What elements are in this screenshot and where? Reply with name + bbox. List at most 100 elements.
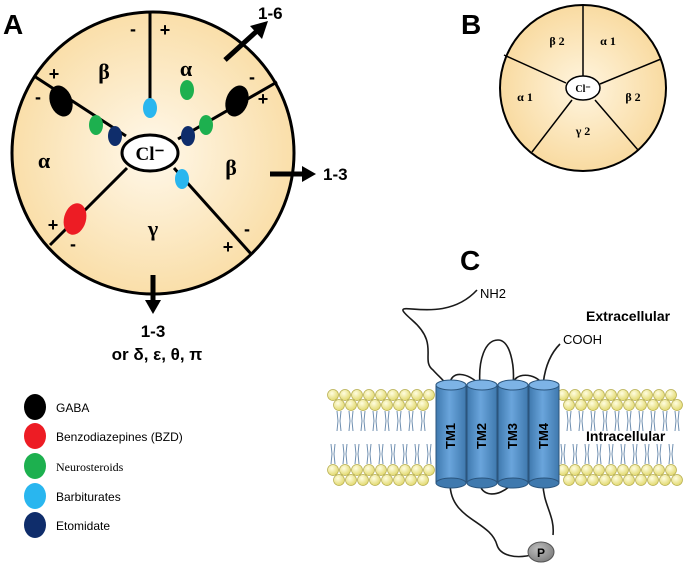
lipid-head — [563, 474, 575, 486]
helix-tm1: TM1 — [435, 379, 467, 489]
legend-swatch-gaba — [24, 394, 46, 420]
lipid-head — [411, 464, 423, 476]
subunit-arrow-beta — [270, 166, 316, 182]
subunit-alpha-top-right: α — [180, 56, 193, 81]
lipid-head — [605, 389, 617, 401]
subunit-b-bottom: γ 2 — [575, 124, 591, 138]
lipid-head — [617, 464, 629, 476]
lipid-head — [387, 389, 399, 401]
sign-top-plus: + — [160, 20, 171, 40]
sign-upper-right-plus: + — [258, 89, 269, 109]
sign-lower-right-plus: + — [223, 237, 234, 257]
barbiturate-site-top — [143, 98, 157, 118]
lipid-tail — [674, 410, 680, 432]
lipid-tail — [596, 443, 602, 465]
lipid-head — [327, 464, 339, 476]
lipid-head — [629, 389, 641, 401]
lipid-head — [393, 399, 405, 411]
lipid-head — [411, 389, 423, 401]
legend-label-neurosteroids: Neurosteroids — [56, 460, 124, 474]
lipid-tail — [632, 443, 638, 465]
lipid-tail — [602, 410, 608, 432]
lipid-tail — [366, 443, 372, 465]
lipid-head — [417, 399, 429, 411]
lipid-tail — [572, 443, 578, 465]
lipid-head — [599, 399, 611, 411]
lipid-head — [369, 399, 381, 411]
legend-label-barbiturates: Barbiturates — [56, 490, 121, 504]
etomidate-site-right — [181, 126, 195, 146]
gaba-site-left — [49, 85, 73, 117]
lipid-head — [593, 464, 605, 476]
lipid-head — [665, 389, 677, 401]
etomidate-site-left — [108, 126, 122, 146]
extracellular-label: Extracellular — [586, 308, 671, 324]
lipid-tail — [396, 410, 402, 432]
c-terminus-label: COOH — [563, 332, 602, 347]
lipid-tail — [354, 443, 360, 465]
helix-tm2-label: TM2 — [474, 423, 489, 449]
gaba-site-right — [225, 85, 249, 117]
lipid-head — [345, 474, 357, 486]
lipid-tail — [336, 410, 342, 432]
lipid-head — [671, 474, 683, 486]
count-gamma-alternatives: or δ, ε, θ, π — [112, 345, 203, 364]
lipid-tail — [608, 443, 614, 465]
lipid-tail — [348, 410, 354, 432]
sign-top-minus: - — [130, 19, 136, 39]
panel-b-receptor: Cl⁻ β 2 α 1 α 1 β 2 γ 2 — [499, 4, 667, 172]
helix-tm4-label: TM4 — [536, 422, 551, 449]
helix-tm3-label: TM3 — [505, 423, 520, 449]
n-terminal-chain — [402, 289, 478, 394]
lipid-head — [363, 464, 375, 476]
neurosteroid-site-left — [89, 115, 103, 135]
lipid-tail — [620, 443, 626, 465]
subunit-alpha-left: α — [38, 148, 51, 173]
intracellular-label: Intracellular — [586, 428, 666, 444]
lipid-head — [623, 474, 635, 486]
boundary-line-upper-left — [33, 74, 127, 138]
lipid-head — [375, 389, 387, 401]
benzodiazepine-site — [63, 203, 87, 235]
panel-b-label: B — [461, 9, 481, 40]
lipid-head — [671, 399, 683, 411]
lipid-tail — [378, 443, 384, 465]
lipid-tail — [650, 410, 656, 432]
lipid-head — [357, 399, 369, 411]
legend-label-gaba: GABA — [56, 401, 89, 415]
sign-lower-right-minus: - — [244, 219, 250, 239]
tm2-tm3-loop — [478, 339, 515, 386]
lipid-head — [647, 474, 659, 486]
lipid-head — [423, 389, 435, 401]
subunit-b-top-right: α 1 — [600, 34, 616, 48]
lipid-tail — [662, 410, 668, 432]
phosphorylation-site — [527, 541, 555, 563]
lipid-head — [659, 399, 671, 411]
legend-label-benzodiazepines: Benzodiazepines (BZD) — [56, 430, 183, 444]
count-beta: 1-3 — [323, 165, 348, 184]
sign-upper-left-minus: - — [35, 87, 41, 107]
lipid-head — [575, 474, 587, 486]
lipid-head — [417, 474, 429, 486]
lipid-tail — [402, 443, 408, 465]
lipid-head — [569, 464, 581, 476]
lipid-tail — [590, 410, 596, 432]
subunit-gamma-bottom: γ — [147, 216, 158, 241]
lipid-bilayer — [327, 389, 683, 486]
lipid-tail — [384, 410, 390, 432]
lipid-tail — [408, 410, 414, 432]
legend-swatch-benzodiazepines — [24, 423, 46, 449]
pore-ion-label: Cl⁻ — [135, 144, 164, 165]
lipid-head — [405, 399, 417, 411]
legend: GABA Benzodiazepines (BZD) Neurosteroids… — [24, 394, 183, 538]
lipid-head — [339, 389, 351, 401]
legend-swatch-etomidate — [24, 512, 46, 538]
lipid-head — [593, 389, 605, 401]
chloride-pore — [120, 133, 180, 173]
barbiturate-site-bottom — [175, 169, 189, 189]
n-terminus-label: NH2 — [480, 286, 506, 301]
lipid-head — [351, 464, 363, 476]
transmembrane-helices: TM1 TM2 TM3 TM4 — [435, 379, 560, 489]
lipid-head — [575, 399, 587, 411]
